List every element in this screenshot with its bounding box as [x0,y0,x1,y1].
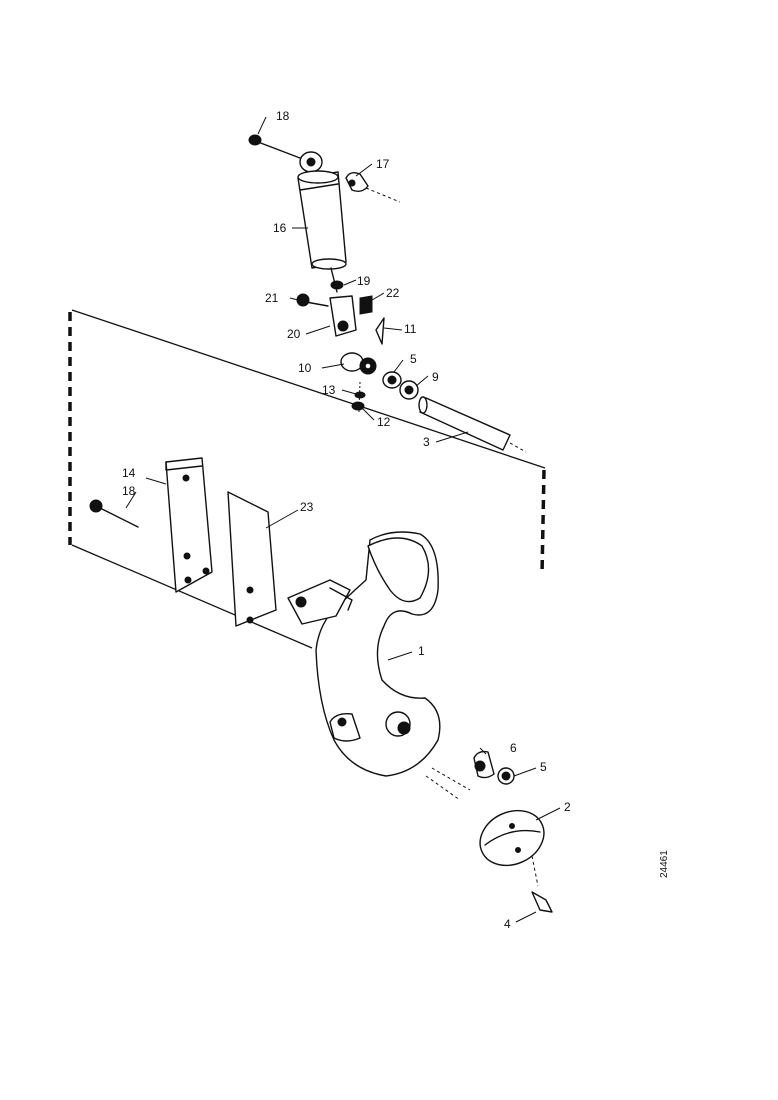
callout-23: 23 [300,500,314,514]
reference-code: 24461 [659,850,670,878]
callout-1: 1 [418,644,425,658]
lower-bushing [473,750,495,779]
callout-leaders [125,116,561,923]
callout-9: 9 [432,370,439,384]
callout-18-upper: 18 [276,109,290,123]
axle-arm [287,531,471,801]
callout-11: 11 [404,322,417,336]
upper-bolt [248,134,301,159]
callout-13: 13 [322,383,336,397]
callout-18-lower: 18 [122,484,136,498]
lower-mount-assembly [296,293,527,453]
callout-2: 2 [564,800,571,814]
callout-12: 12 [377,415,391,429]
callout-3: 3 [423,435,430,449]
callout-labels: 18 17 16 19 21 22 20 11 10 5 9 13 12 3 1… [122,109,571,931]
callout-20: 20 [287,327,301,341]
shock-absorber [248,134,401,293]
callout-10: 10 [298,361,312,375]
callout-6: 6 [510,741,517,755]
callout-22: 22 [386,286,400,300]
callout-4: 4 [504,917,511,931]
support-plate [227,491,277,627]
callout-21: 21 [265,291,279,305]
end-cap [479,809,545,887]
reference-plane-outline [68,309,546,649]
callout-5-lower: 5 [540,760,547,774]
callout-19: 19 [357,274,371,288]
cotter-pin [531,891,553,913]
callout-17: 17 [376,157,390,171]
lower-nut [497,767,515,785]
mounting-bracket [89,457,213,593]
callout-14: 14 [122,466,136,480]
callout-16: 16 [273,221,287,235]
upper-bushing [345,171,401,203]
callout-5-upper: 5 [410,352,417,366]
